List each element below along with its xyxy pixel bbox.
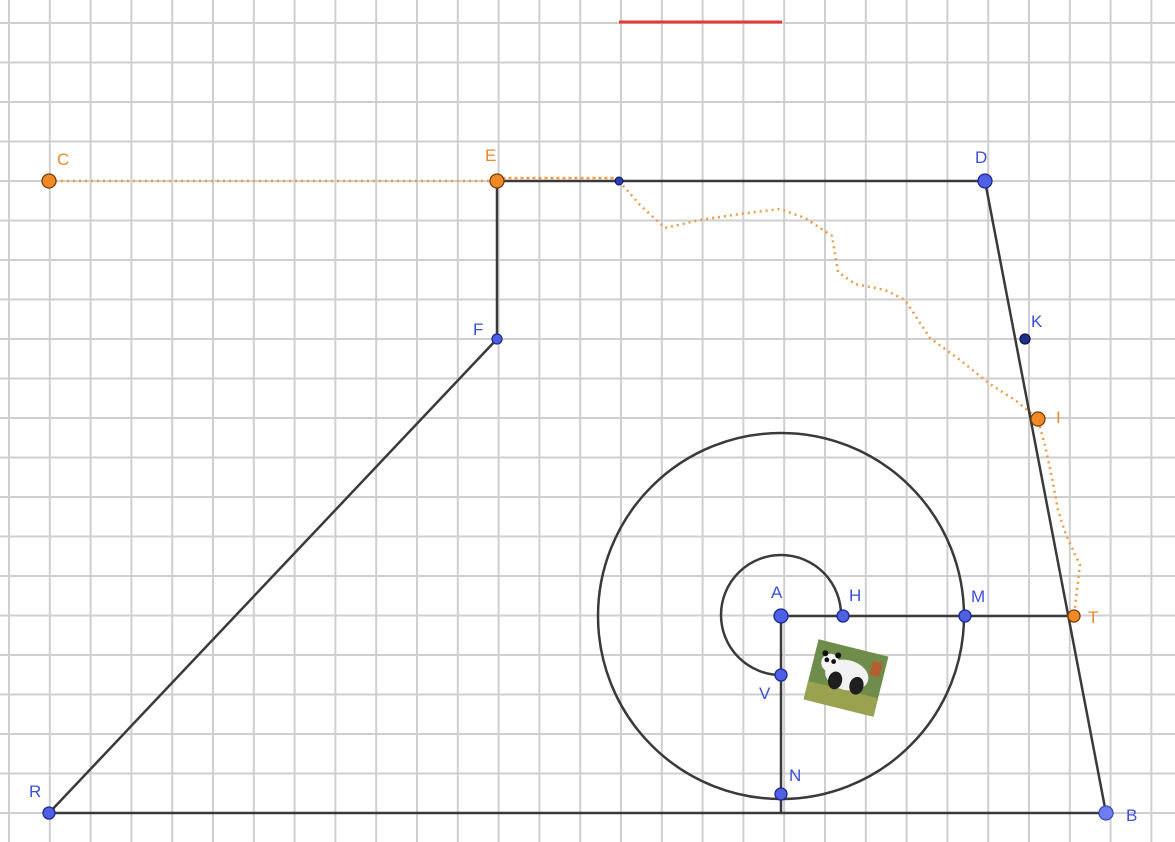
label-c: C xyxy=(57,150,69,169)
point-n[interactable] xyxy=(774,787,788,801)
point-r[interactable] xyxy=(42,806,56,820)
label-f: F xyxy=(473,320,483,339)
point-t[interactable] xyxy=(1067,609,1081,623)
point-e[interactable] xyxy=(489,173,505,189)
point-v[interactable] xyxy=(774,668,788,682)
point-m[interactable] xyxy=(958,609,972,623)
point-d[interactable] xyxy=(977,173,993,189)
point-c[interactable] xyxy=(41,173,57,189)
panda-photo[interactable] xyxy=(803,639,889,717)
label-n: N xyxy=(789,766,801,785)
point-k[interactable] xyxy=(1019,333,1031,345)
point-unlabeled[interactable] xyxy=(614,176,624,186)
point-b[interactable] xyxy=(1098,805,1114,821)
label-k: K xyxy=(1031,312,1043,331)
arc-small[interactable] xyxy=(719,553,843,677)
label-m: M xyxy=(971,587,985,606)
label-d: D xyxy=(975,148,987,167)
point-f[interactable] xyxy=(491,333,503,345)
segment-d-b[interactable] xyxy=(983,180,1108,814)
label-i: I xyxy=(1056,408,1061,427)
segment-f-r[interactable] xyxy=(48,338,498,814)
trace-curve xyxy=(618,180,1082,617)
label-v: V xyxy=(759,684,771,703)
label-r: R xyxy=(29,782,41,801)
point-a[interactable] xyxy=(773,608,789,624)
label-b: B xyxy=(1126,806,1137,825)
point-h[interactable] xyxy=(836,609,850,623)
point-i[interactable] xyxy=(1030,411,1046,427)
label-t: T xyxy=(1088,608,1098,627)
label-h: H xyxy=(849,586,861,605)
label-e: E xyxy=(485,146,496,165)
label-a: A xyxy=(771,583,783,602)
